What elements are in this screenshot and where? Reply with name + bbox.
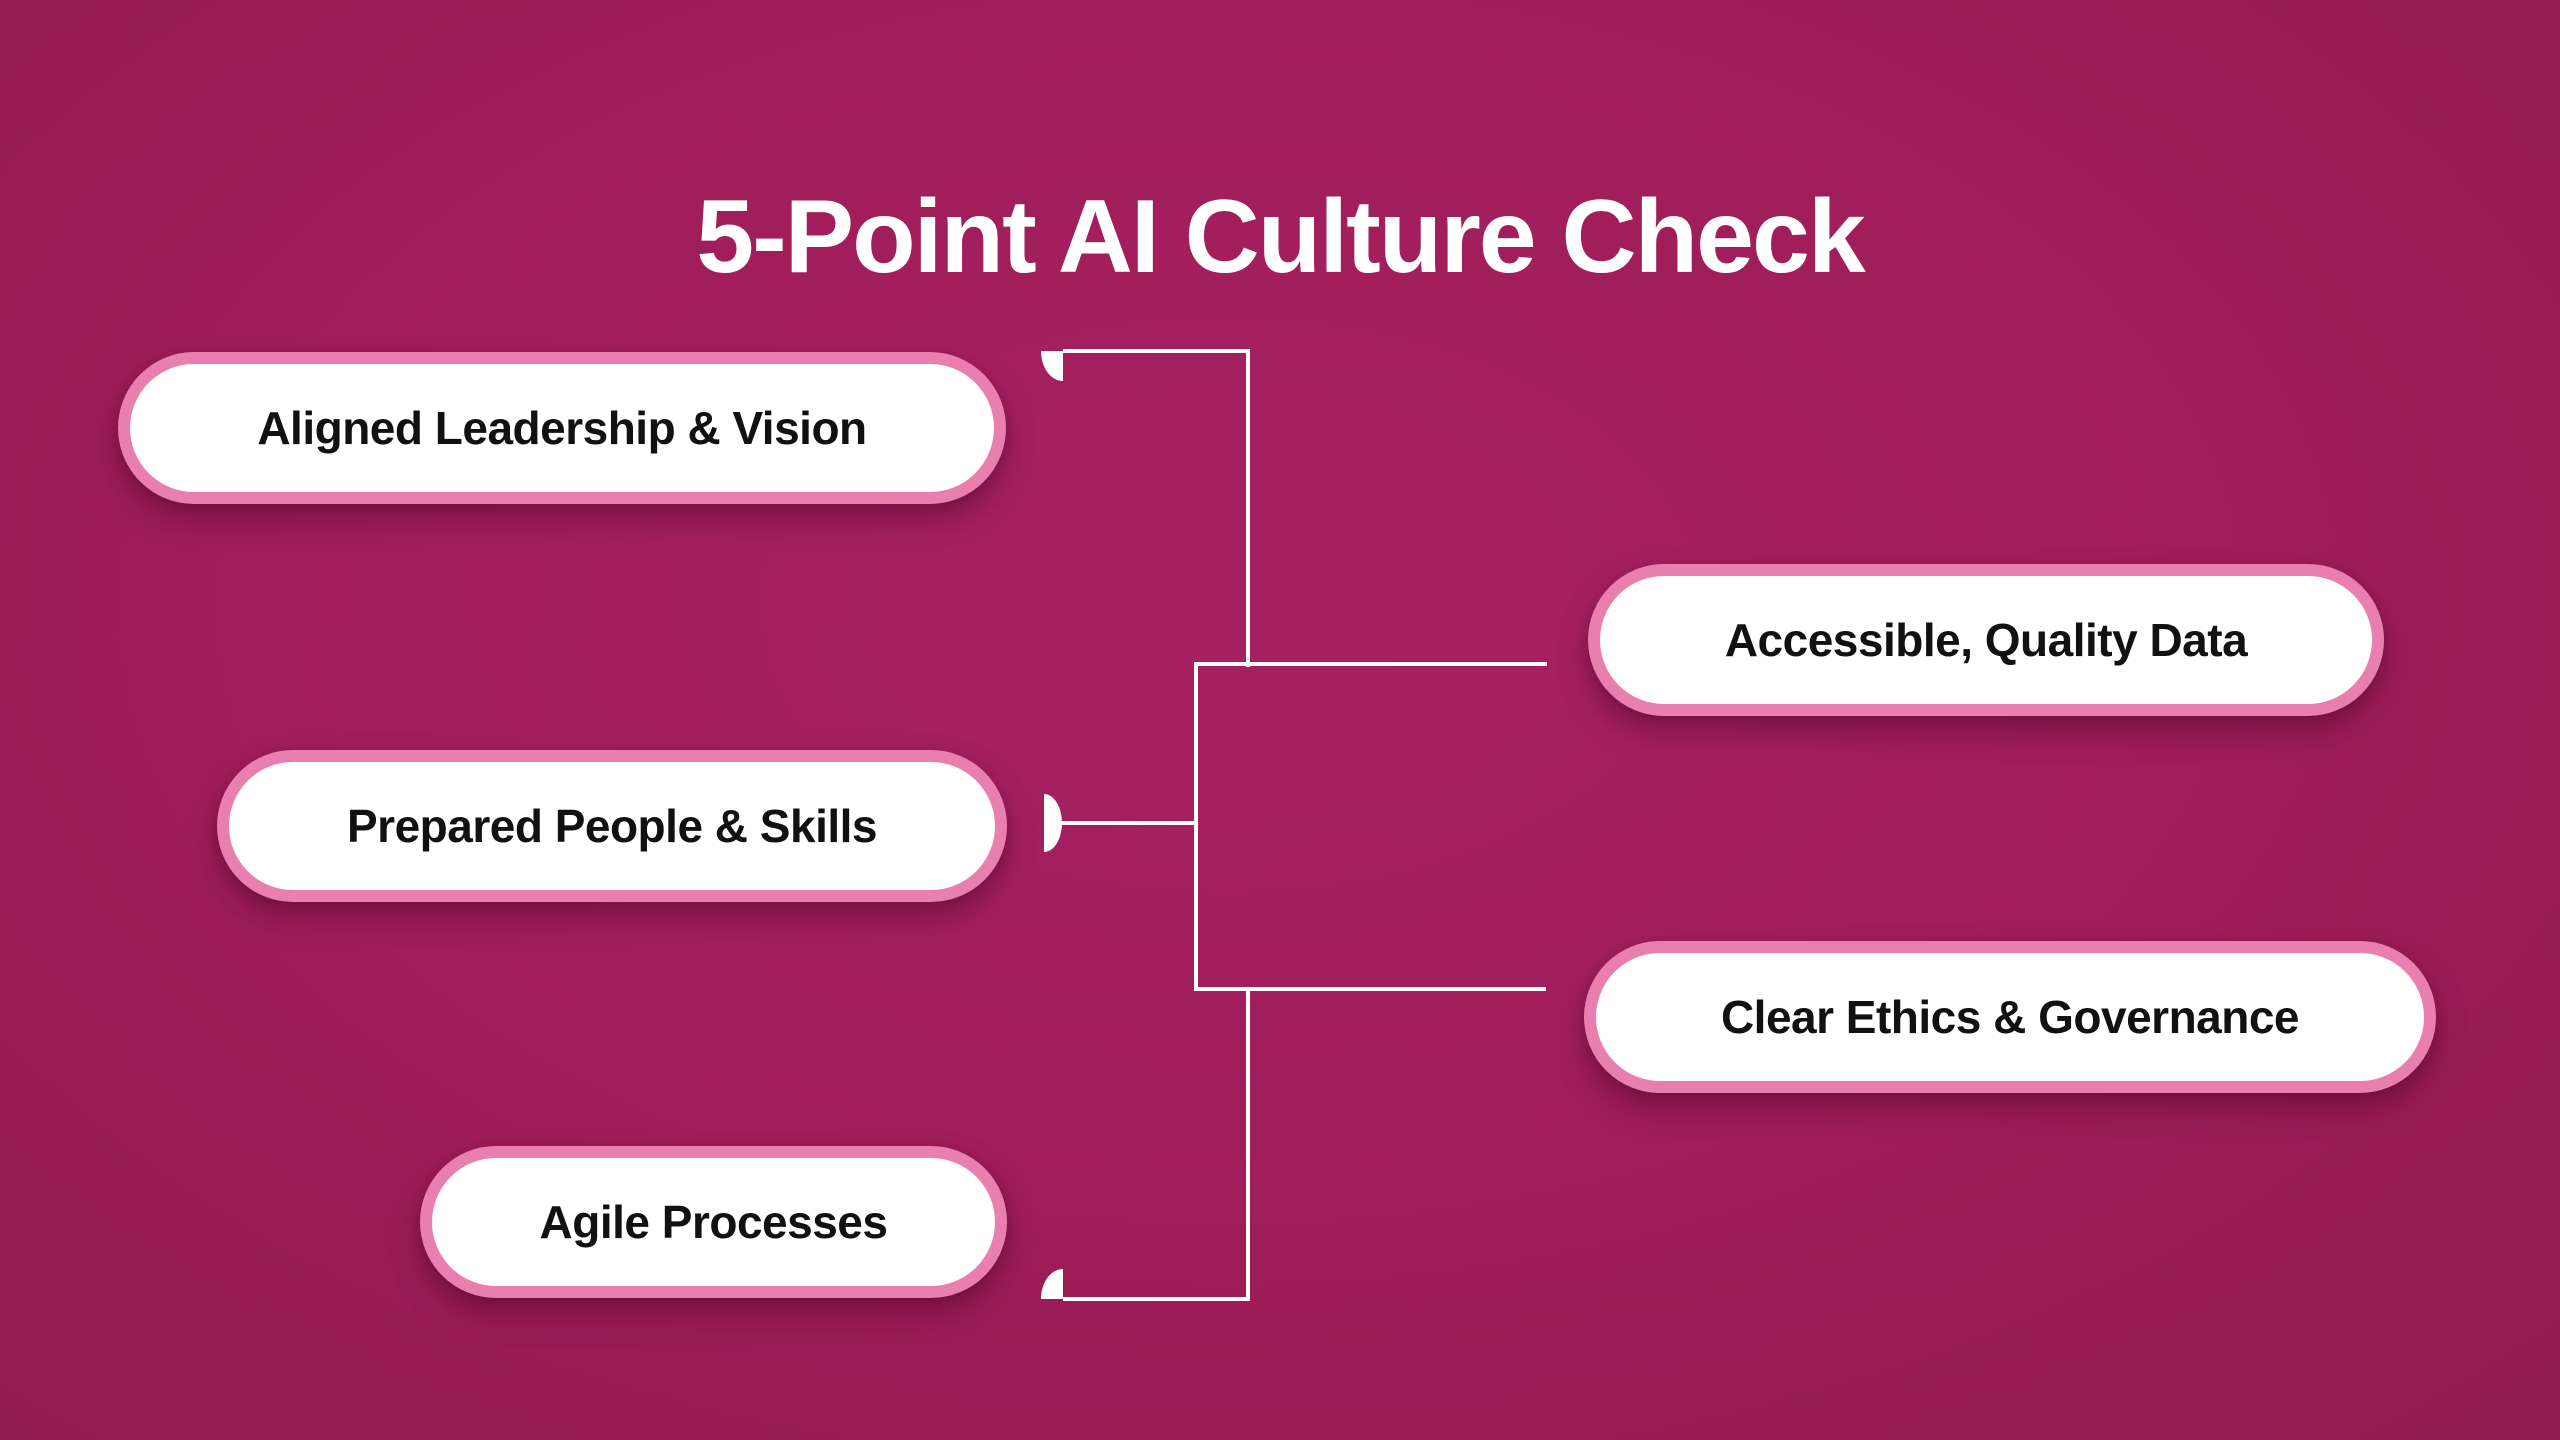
connector-cap-top-icon [1041,351,1063,381]
connector-cap-bottom-icon [1041,1269,1063,1299]
node-label: Clear Ethics & Governance [1720,991,2300,1043]
node-label: Agile Processes [539,1196,888,1248]
connector-spine-upper [1246,349,1250,667]
connector-top-horizontal [1063,349,1250,353]
node-accessible-quality-data: Accessible, Quality Data [1588,564,2384,716]
connector-elbow-vertical [1194,662,1198,991]
node-label: Accessible, Quality Data [1724,614,2248,666]
connector-bottom-horizontal [1063,1297,1250,1301]
node-clear-ethics-governance: Clear Ethics & Governance [1584,941,2436,1093]
node-aligned-leadership-vision: Aligned Leadership & Vision [118,352,1006,504]
node-prepared-people-skills: Prepared People & Skills [217,750,1007,902]
connector-branch-lower-right [1194,987,1546,991]
connector-cap-middle-icon [1044,794,1062,852]
node-label: Prepared People & Skills [346,800,878,852]
connector-middle-horizontal [1060,821,1198,825]
connector-spine-lower [1246,987,1250,1301]
connector-branch-upper-right [1194,662,1547,666]
node-agile-processes: Agile Processes [420,1146,1007,1298]
page-title: 5-Point AI Culture Check [696,178,1865,295]
node-label: Aligned Leadership & Vision [257,402,867,454]
